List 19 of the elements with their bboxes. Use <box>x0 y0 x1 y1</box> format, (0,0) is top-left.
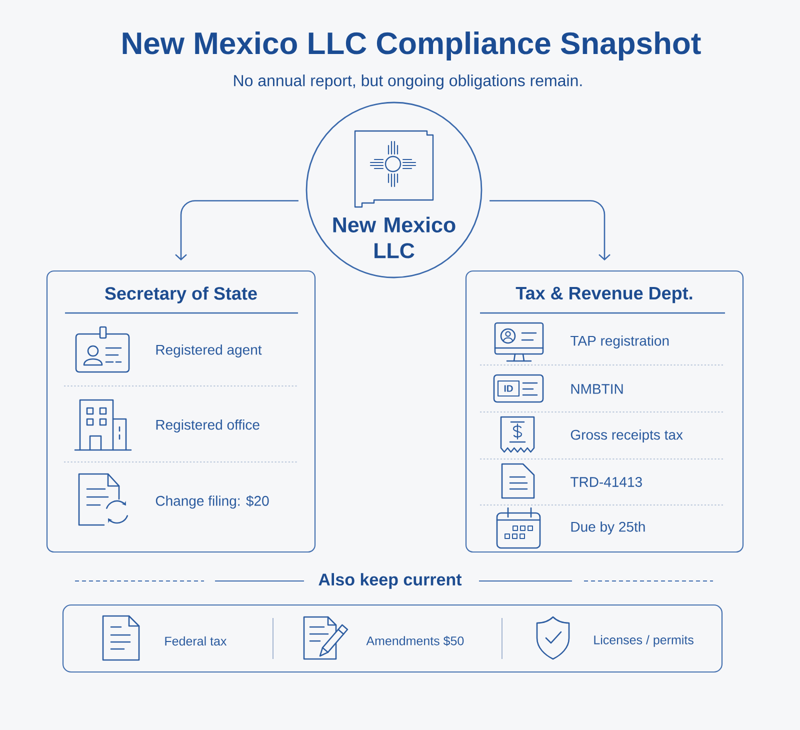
list-item: TAP registration <box>570 335 669 349</box>
list-item: Change filing: $20 <box>156 495 269 509</box>
panel-heading: Tax & Revenue Dept. <box>516 286 692 304</box>
panel-heading: Secretary of State <box>105 286 257 304</box>
list-item: Federal tax <box>165 636 227 646</box>
list-item: Licenses / permits <box>594 635 694 647</box>
arrow <box>175 200 298 260</box>
list-item: Due by 25th <box>571 521 645 535</box>
title: New Mexico LLC Compliance Snapshot <box>122 32 701 60</box>
circle-node: New Mexico LLC <box>306 102 482 278</box>
list-item: Gross receipts tax <box>570 429 683 443</box>
arrow <box>490 200 610 260</box>
list-item: Amendments $50 <box>366 636 464 646</box>
section-heading: Also keep current <box>318 573 462 589</box>
list-item: NMBTIN <box>571 384 623 394</box>
list-item: Registered office <box>156 419 260 433</box>
list-item: TRD-41413 <box>570 477 642 487</box>
icon-label: ID <box>504 385 513 392</box>
list-item: Registered agent <box>156 344 262 358</box>
